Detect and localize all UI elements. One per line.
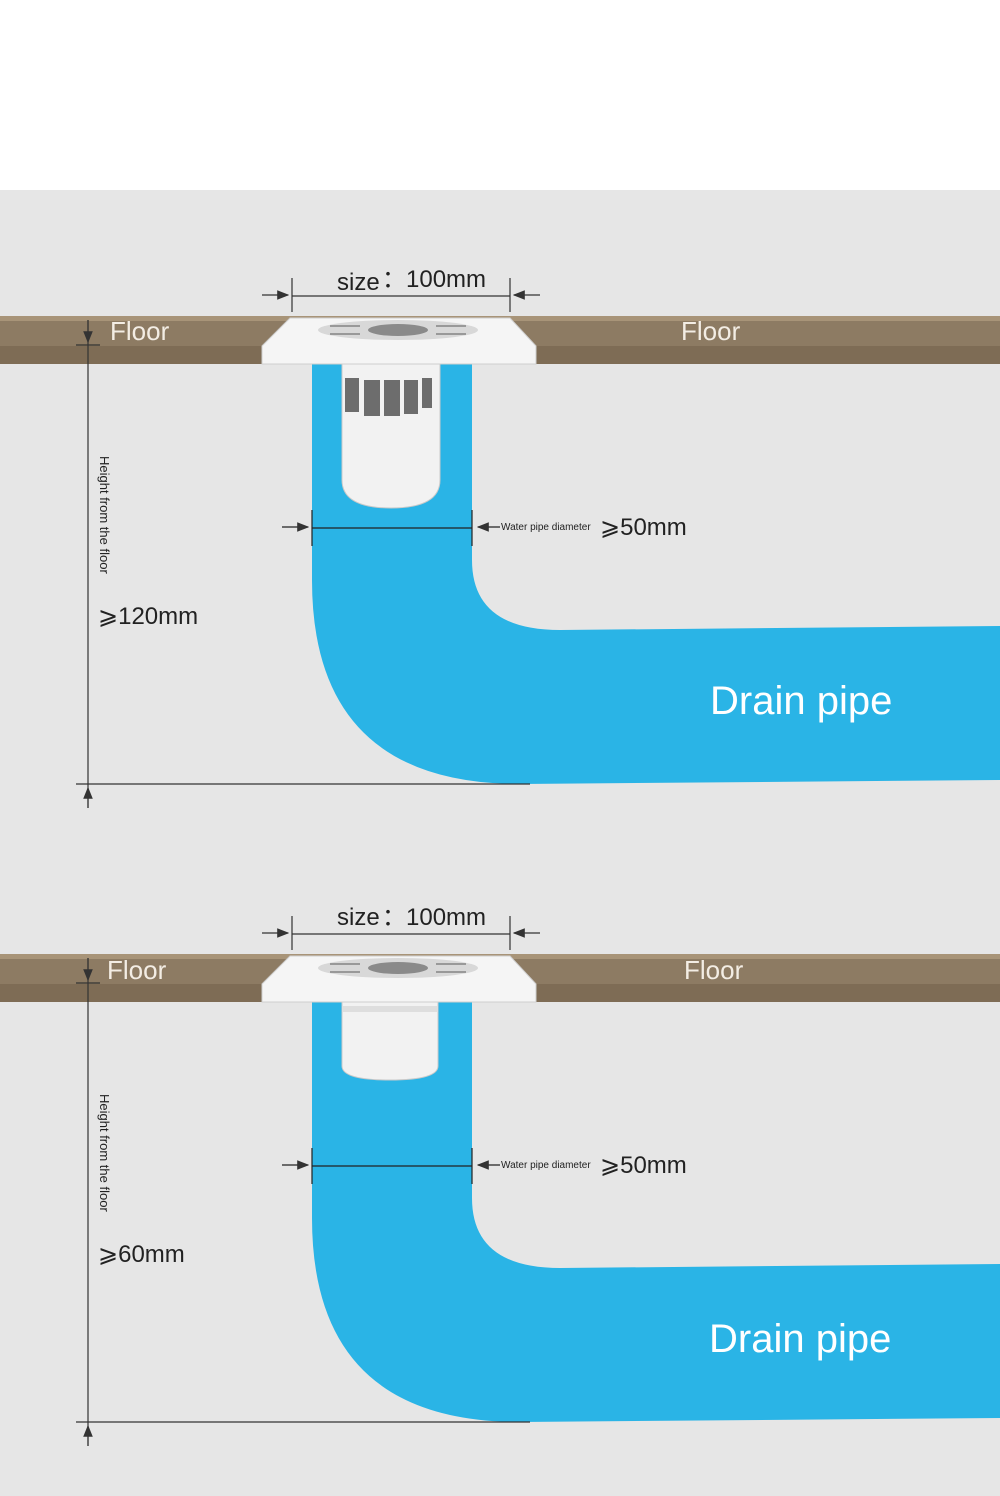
height-value: ⩾60mm xyxy=(98,1241,185,1268)
drain-core xyxy=(341,1001,439,1081)
drain-pipe-label: Drain pipe xyxy=(709,1317,891,1361)
size-value: ：100mm xyxy=(382,904,486,931)
diagram-2: size ：100mm Floor Floor Height from the … xyxy=(0,904,1000,1446)
floor-label-left: Floor xyxy=(110,316,170,346)
drain-pipe xyxy=(312,364,1000,784)
diameter-value: ⩾50mm xyxy=(600,1152,687,1179)
height-dimension xyxy=(76,320,530,808)
size-dimension xyxy=(262,278,540,312)
diameter-value: ⩾50mm xyxy=(600,514,687,541)
diagram-1: size ：100mm Floor Floor Height from the … xyxy=(0,266,1000,808)
height-label: Height from the floor xyxy=(97,1094,112,1212)
diameter-label: Water pipe diameter xyxy=(501,1160,591,1171)
size-label: size xyxy=(337,269,380,296)
drain-cover xyxy=(261,955,537,1003)
height-value: ⩾120mm xyxy=(98,603,198,630)
drain-pipe-label: Drain pipe xyxy=(710,679,892,723)
size-label: size xyxy=(337,904,380,931)
floor-label-left: Floor xyxy=(107,955,167,985)
size-value: ：100mm xyxy=(382,266,486,293)
diameter-dimension xyxy=(282,510,500,546)
drain-pipe xyxy=(312,1002,1000,1422)
diameter-dimension xyxy=(282,1148,500,1184)
drain-cover xyxy=(261,317,537,365)
height-dimension xyxy=(76,958,530,1446)
diameter-label: Water pipe diameter xyxy=(501,522,591,533)
size-dimension xyxy=(262,916,540,950)
floor-label-right: Floor xyxy=(684,955,744,985)
floor-label-right: Floor xyxy=(681,316,741,346)
height-label: Height from the floor xyxy=(97,456,112,574)
drain-core xyxy=(341,363,441,509)
